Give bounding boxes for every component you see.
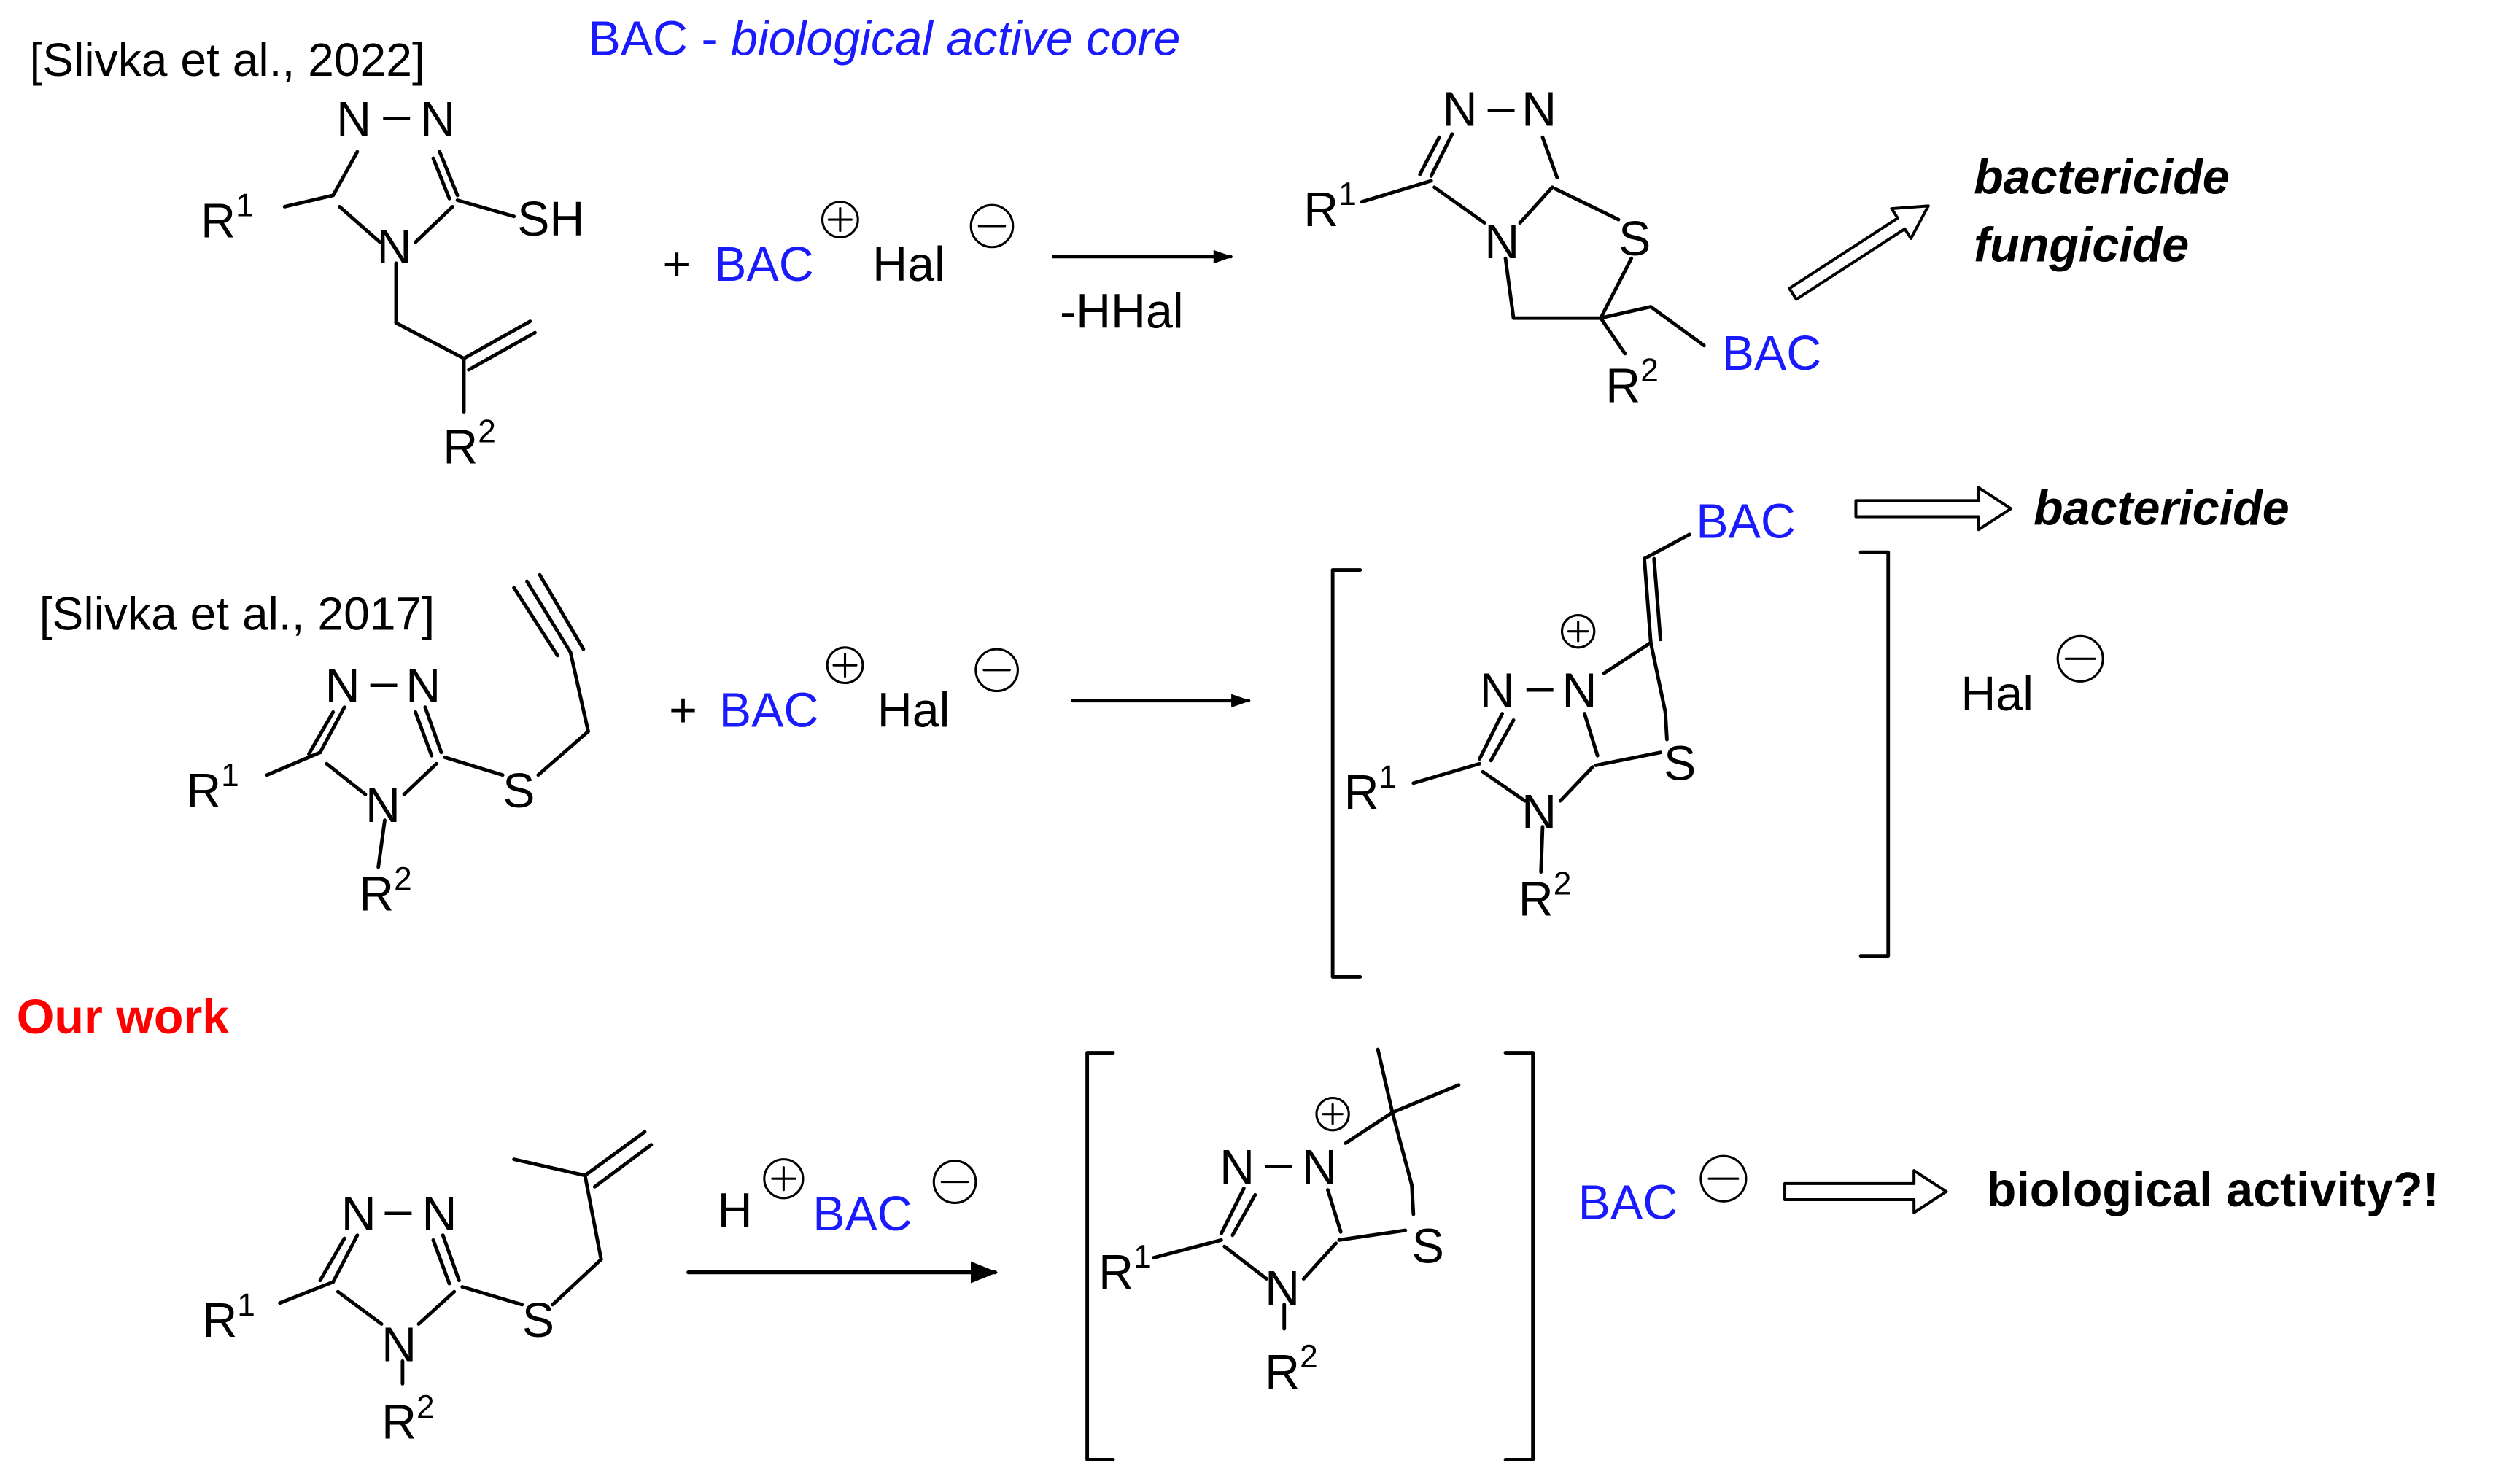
r2-label: R2 — [1519, 866, 1572, 927]
atom-n: N — [381, 1318, 416, 1372]
activity-question: biological activity?! — [1987, 1163, 2439, 1217]
our-work-heading: Our work — [17, 990, 230, 1044]
counter-ion-hal: Hal — [1961, 667, 2034, 721]
row1-product-bonds — [1360, 132, 1706, 356]
minus-charge-icon — [2056, 634, 2104, 683]
plus-charge-icon — [826, 646, 864, 685]
r1-label: R1 — [201, 188, 254, 249]
atom-n: N — [341, 1187, 376, 1241]
bond-dash: – — [1527, 659, 1554, 713]
counter-ion-bac: BAC — [1578, 1176, 1678, 1230]
row1-outcome-arrow — [1788, 204, 1930, 301]
minus-charge-icon — [974, 648, 1019, 693]
atom-n: N — [422, 1187, 457, 1241]
hal-reagent: Hal — [872, 238, 945, 292]
plus-charge-icon — [1560, 613, 1596, 649]
r2-label: R2 — [1265, 1339, 1318, 1400]
atom-s: S — [1664, 737, 1696, 791]
plus-sign: + — [669, 683, 697, 737]
row3-reactant-bonds — [278, 1130, 654, 1386]
atom-s: S — [1618, 212, 1651, 266]
bond-dash: – — [383, 88, 410, 141]
arrow-condition: -HHal — [1060, 284, 1184, 338]
bac-substituent: BAC — [1722, 327, 1822, 381]
bond-dash: – — [1488, 79, 1515, 133]
r2-label: R2 — [443, 414, 496, 475]
atom-n: N — [1562, 664, 1597, 718]
r2-label: R2 — [359, 861, 412, 922]
atom-n: N — [1265, 1262, 1300, 1316]
atom-n: N — [1521, 785, 1556, 839]
hal-reagent: Hal — [877, 683, 950, 737]
minus-charge-icon — [1699, 1154, 1748, 1203]
atom-s: S — [522, 1294, 554, 1348]
atom-n: N — [406, 659, 441, 713]
row2-product-bonds — [1411, 532, 1691, 874]
row2-citation: [Slivka et al., 2017] — [39, 587, 435, 640]
bac-reagent: BAC — [719, 683, 819, 737]
row3-product-bonds — [1151, 1047, 1461, 1331]
bac-legend: BAC - biological active core — [588, 12, 1180, 66]
atom-n: N — [1480, 664, 1515, 718]
atom-n: N — [336, 93, 371, 147]
bond-dash: – — [385, 1182, 412, 1236]
plus-charge-icon — [763, 1158, 805, 1200]
activity-bactericide: bactericide — [2034, 482, 2290, 536]
row1-citation: [Slivka et al., 2022] — [29, 34, 424, 86]
r1-label: R1 — [1098, 1239, 1152, 1300]
row2-brackets — [1330, 550, 1891, 979]
plus-charge-icon — [1315, 1096, 1350, 1132]
atom-s: S — [503, 764, 535, 818]
atom-n: N — [1521, 83, 1556, 137]
bond-dash: – — [1265, 1136, 1292, 1189]
thiol-group: SH — [517, 193, 584, 246]
row1-reactant-bonds — [282, 150, 537, 414]
row3-brackets — [1085, 1051, 1535, 1461]
activity-bactericide: bactericide — [1974, 151, 2230, 205]
r1-label: R1 — [186, 758, 239, 818]
r1-label: R1 — [1303, 176, 1357, 237]
atom-n: N — [420, 93, 455, 147]
reagent-proton: H — [718, 1184, 753, 1238]
r1-label: R1 — [1344, 759, 1397, 820]
atom-n: N — [376, 220, 411, 274]
bac-substituent: BAC — [1696, 494, 1796, 548]
atom-s: S — [1412, 1219, 1444, 1273]
atom-n: N — [325, 659, 360, 713]
row2-outcome-arrow — [1854, 486, 2012, 532]
bond-dash: – — [371, 654, 398, 708]
minus-charge-icon — [969, 203, 1015, 249]
plus-sign: + — [662, 238, 691, 292]
row2-reactant-bonds — [265, 572, 590, 869]
reagent-bac-anion: BAC — [813, 1187, 912, 1241]
atom-n: N — [1484, 215, 1519, 269]
r2-label: R2 — [1605, 352, 1659, 413]
r2-label: R2 — [381, 1389, 435, 1450]
atom-n: N — [1220, 1141, 1255, 1195]
r1-label: R1 — [202, 1287, 255, 1348]
activity-fungicide: fungicide — [1974, 219, 2189, 273]
atom-n: N — [1443, 83, 1478, 137]
atom-n: N — [365, 779, 400, 833]
minus-charge-icon — [932, 1160, 977, 1204]
atom-n: N — [1302, 1141, 1337, 1195]
bac-reagent: BAC — [714, 238, 814, 292]
row3-outcome-arrow — [1783, 1169, 1948, 1214]
plus-charge-icon — [821, 201, 859, 239]
